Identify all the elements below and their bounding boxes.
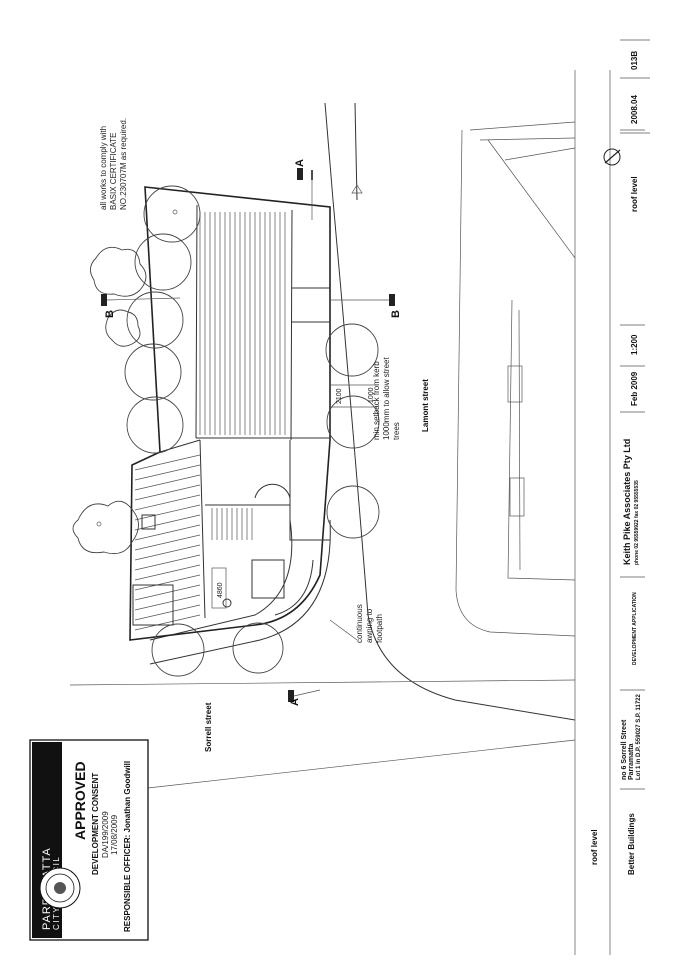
section-b-bottom: B	[390, 310, 402, 318]
drawing-number: 013B	[630, 51, 639, 70]
section-a-top: A	[294, 159, 306, 167]
basix-note-line3: NO.230707M as required.	[119, 118, 128, 210]
approved-status: APPROVED	[72, 761, 88, 840]
firm-name: Keith Pike Associates Pty Ltd	[622, 439, 632, 565]
section-markers: A A B B	[101, 159, 402, 706]
dimension-4860: 4860	[217, 582, 224, 598]
setback-note-line2: 1000mm to allow street	[382, 357, 391, 440]
development-consent: DEVELOPMENT CONSENT	[91, 773, 100, 875]
drawing-scale: 1:200	[630, 334, 639, 355]
site-boundary-lines	[69, 102, 576, 791]
dimension-2100: 2100	[336, 388, 343, 404]
street-trees	[72, 185, 380, 677]
section-b-top: B	[104, 310, 116, 318]
awning-note-line1: continuous	[355, 604, 364, 643]
title-block: roof level Better Buildings no 6 Sorrell…	[574, 39, 650, 955]
job-number: 2008.04	[630, 95, 639, 124]
address-line3: Lot 1 in D.P. 559027 S.P. 11722	[636, 694, 642, 780]
lamont-street-label: Lamont street	[421, 379, 430, 432]
dimension-1000: 1000	[368, 387, 375, 403]
responsible-officer: RESPONSIBLE OFFICER: Jonathan Goodwill	[123, 761, 132, 932]
firm-contact: phone 02 95559922 fax 02 95555535	[634, 480, 640, 565]
awning-note-line2: awning to	[365, 608, 374, 643]
da-number: DA/199/2009	[101, 811, 110, 858]
issue-date: Feb 2009	[630, 371, 639, 406]
roof-level-label-left: roof level	[590, 829, 599, 865]
consent-date: 17/08/2009	[110, 814, 119, 855]
north-point-icon	[603, 148, 621, 166]
drawing-annotations: all works to comply with BASIX CERTIFICA…	[99, 118, 430, 752]
awning-note-line3: footpath	[375, 614, 384, 643]
setback-note-line1: min setback from kerb	[372, 361, 381, 440]
address-line2: Parramatta	[628, 743, 635, 780]
client-name: Better Buildings	[627, 813, 636, 875]
section-a-bottom: A	[289, 698, 301, 706]
setback-note-line3: trees	[392, 422, 401, 440]
roof-sheeting-hatch	[134, 212, 286, 631]
building-roof-plan	[129, 186, 331, 641]
basix-note-line2: BASIX CERTIFICATE	[109, 133, 118, 211]
address-line1: no 6 Sorrell Street	[621, 719, 628, 780]
basix-note-line1: all works to comply with	[99, 126, 108, 210]
application-type: DEVELOPMENT APPLICATION	[632, 592, 638, 665]
sheet-title: roof level	[630, 176, 639, 212]
council-approval-stamp: PARRAMATTA CITY COUNCIL APPROVED DEVELOP…	[29, 739, 149, 941]
sorrell-street-label: Sorrell street	[204, 702, 213, 752]
